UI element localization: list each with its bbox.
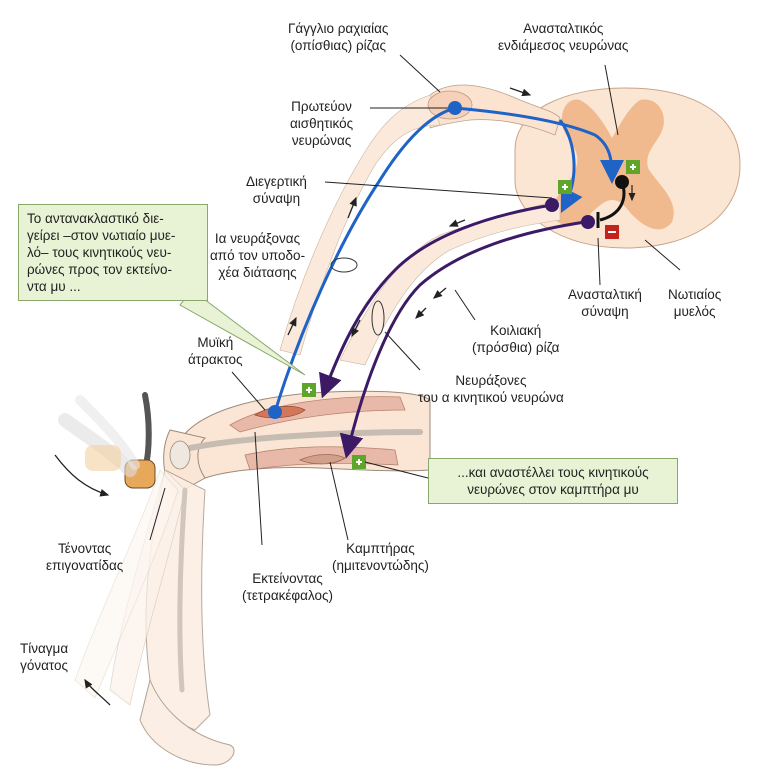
sensory-neuron: [268, 101, 624, 419]
label-line: Τίναγμα: [20, 641, 69, 656]
sensory-branch-to-motor: [558, 119, 583, 214]
callout-line: λό– τους κινητικούς νευ-: [27, 245, 172, 260]
label-line: Κοιλιακή: [490, 323, 542, 338]
hammer-ghost-head: [85, 445, 121, 471]
label-line: (πρόσθια) ρίζα: [472, 340, 560, 355]
label-line: Γάγγλιο ραχιαίας: [288, 21, 389, 36]
label-line: Ανασταλτικός: [523, 21, 604, 36]
inhibitory-interneuron: [596, 175, 636, 228]
label-alpha-motor-axons: Νευράξονες του α κινητικού νευρώνα: [418, 372, 564, 406]
leg: [74, 390, 431, 766]
label-line: Πρωτεύον: [291, 99, 352, 114]
excitatory-badge-extensor: [302, 383, 316, 397]
extensor-motor-cell-body: [545, 198, 559, 212]
sensory-cell-body: [448, 101, 462, 115]
label-line: (τετρακέφαλος): [242, 588, 334, 603]
label-line: του α κινητικού νευρώνα: [418, 390, 564, 405]
motor-axon-bundle-marker: [371, 300, 385, 336]
direction-arrows: [54, 87, 532, 706]
label-inhibitory-synapse: Ανασταλτική σύναψη: [568, 286, 642, 320]
label-line: ενδιάμεσος νευρώνας: [498, 38, 629, 53]
leader-lines: [149, 54, 681, 546]
label-line: άτρακτος: [188, 352, 243, 367]
label-line: Εκτείνοντας: [252, 571, 323, 586]
extensor-motor-axon: [319, 203, 553, 399]
label-line: επιγονατίδας: [46, 558, 124, 573]
interneuron-cell-body: [615, 175, 629, 189]
label-ia-axons: Ια νευράξονας από τον υποδο- χέα διάταση…: [210, 230, 305, 281]
flexor-motor-axon: [339, 220, 586, 459]
label-spinal-cord: Νωτιαίος μυελός: [668, 286, 721, 320]
callout-line: ρώνες προς τον εκτείνο-: [27, 262, 173, 277]
spindle-ending: [268, 405, 282, 419]
label-line: (ημιτενοντώδης): [332, 558, 429, 573]
label-inhibitory-interneuron: Ανασταλτικός ενδιάμεσος νευρώνας: [498, 20, 628, 54]
label-line: Καμπτήρας: [346, 541, 415, 556]
label-line: σύναψη: [581, 304, 629, 319]
label-line: μυελός: [673, 304, 716, 319]
callout-line: γείρει –στον νωτιαίο μυε-: [27, 228, 176, 243]
label-line: (οπίσθιας) ρίζας: [290, 38, 386, 53]
tibia: [177, 487, 188, 693]
label-flexor: Καμπτήρας (ημιτενοντώδης): [332, 540, 429, 574]
label-excitatory-synapse: Διεγερτική σύναψη: [246, 173, 307, 207]
label-line: Τένοντας: [58, 541, 112, 556]
patella: [169, 440, 191, 470]
sensory-axon-central: [454, 106, 624, 184]
label-line: νευρώνας: [291, 133, 352, 148]
excitatory-badge-flexor: [352, 455, 366, 469]
label-line: σύναψη: [252, 191, 301, 206]
callout-line: νευρώνες στον καμπτήρα μυ: [467, 482, 639, 497]
sensory-axon-peripheral: [273, 106, 456, 413]
label-muscle-spindle: Μυϊκή άτρακτος: [188, 334, 243, 368]
foot: [139, 678, 235, 766]
callout-inhibits-flexor: ...και αναστέλλει τους κινητικούς νευρών…: [428, 458, 678, 504]
callout-line: ...και αναστέλλει τους κινητικούς: [457, 465, 649, 480]
motor-neurons: [319, 198, 595, 459]
label-patellar-tendon: Τένοντας επιγονατίδας: [46, 540, 123, 574]
inhibitory-badge: [605, 225, 619, 239]
excitatory-badge-motor: [558, 180, 572, 194]
femur: [187, 429, 423, 451]
excitatory-badge-interneuron: [626, 160, 640, 174]
shin-ghost-2: [74, 469, 179, 699]
label-line: Νευράξονες: [455, 373, 527, 388]
label-line: γόνατος: [20, 658, 69, 673]
callout-line: Το αντανακλαστικό διε-: [27, 211, 164, 226]
label-line: Μυϊκή: [197, 335, 234, 350]
ia-axon-bundle-marker: [330, 257, 358, 273]
label-line: Νωτιαίος: [668, 287, 722, 302]
hammer-ghost-2: [75, 395, 140, 470]
label-extensor: Εκτείνοντας (τετρακέφαλος): [242, 570, 333, 604]
label-primary-sensory-neuron: Πρωτεύον αισθητικός νευρώνας: [290, 98, 353, 149]
label-line: Ανασταλτική: [568, 287, 642, 302]
label-line: Διεγερτική: [246, 174, 307, 189]
label-ganglion: Γάγγλιο ραχιαίας (οπίσθιας) ρίζας: [288, 20, 388, 54]
callout-excites-extensor: Το αντανακλαστικό διε- γείρει –στον νωτι…: [18, 204, 208, 301]
label-ventral-root: Κοιλιακή (πρόσθια) ρίζα: [472, 322, 559, 356]
label-line: Ια νευράξονας: [214, 231, 301, 246]
hammer-handle: [142, 392, 152, 473]
reflex-hammer: [58, 392, 156, 489]
label-line: αισθητικός: [290, 116, 354, 131]
callout-line: ντα μυ ...: [27, 279, 81, 294]
hammer-ghost-1: [58, 413, 137, 477]
label-line: χέα διάτασης: [218, 265, 297, 280]
label-line: από τον υποδο-: [210, 248, 306, 263]
flexor-motor-cell-body: [581, 215, 595, 229]
label-knee-jerk: Τίναγμα γόνατος: [20, 640, 68, 674]
synapse-badges: [302, 160, 640, 469]
